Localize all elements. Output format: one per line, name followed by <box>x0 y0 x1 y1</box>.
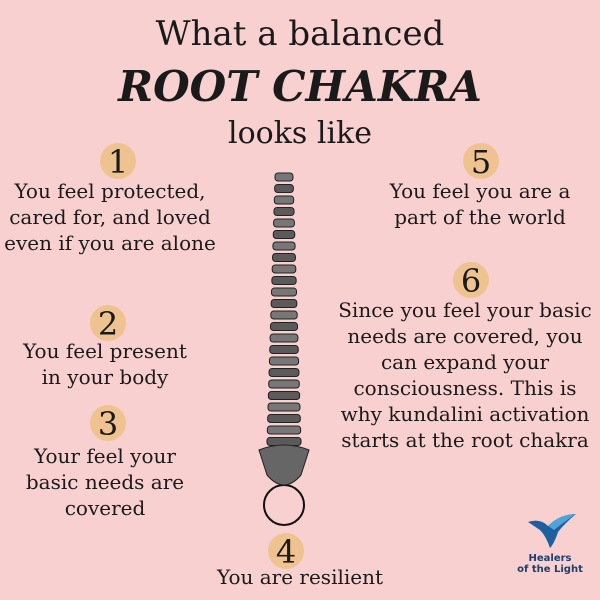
item-3-text: Your feel your basic needs are covered <box>25 444 185 520</box>
healers-of-the-light-logo: Healers of the Light <box>510 510 590 575</box>
vertebra <box>273 218 295 228</box>
vertebra <box>267 402 301 412</box>
vertebra <box>273 207 295 216</box>
sacrum <box>258 444 310 486</box>
vertebra <box>266 437 302 446</box>
vertebra <box>267 414 301 423</box>
item-4-text: You are resilient <box>216 565 384 589</box>
badge-3: 3 <box>90 405 126 443</box>
bird-icon <box>528 514 576 548</box>
logo-line-1: Healers <box>528 553 572 564</box>
item-6-text: Since you feel your basic needs are cove… <box>338 298 592 452</box>
vertebra <box>268 368 300 377</box>
vertebra <box>267 391 301 400</box>
spine-illustration <box>258 172 310 526</box>
vertebra <box>274 172 294 182</box>
title-line-3: looks like <box>228 116 372 151</box>
badge-1: 1 <box>100 143 136 181</box>
item-1-text: You feel protected, cared for, and loved… <box>4 179 216 255</box>
item-2-text: You feel present in your body <box>23 339 187 389</box>
badge-6: 6 <box>453 262 489 300</box>
vertebra <box>268 356 300 366</box>
vertebra <box>274 184 294 193</box>
vertebra <box>272 230 296 239</box>
vertebra <box>269 333 299 343</box>
vertebra <box>268 379 300 389</box>
badge-4: 4 <box>268 533 304 571</box>
title-line-2: ROOT CHAKRA <box>118 62 482 111</box>
vertebra <box>273 195 295 205</box>
vertebra <box>270 299 298 308</box>
vertebra <box>266 425 302 435</box>
title-line-1: What a balanced <box>155 14 445 54</box>
vertebra <box>272 241 296 251</box>
vertebra <box>269 322 299 331</box>
badge-5: 5 <box>463 143 499 181</box>
vertebra <box>271 276 297 285</box>
vertebra <box>269 345 299 354</box>
vertebra <box>271 264 297 274</box>
badge-2: 2 <box>90 305 126 343</box>
item-5-text: You feel you are a part of the world <box>389 179 571 229</box>
vertebra <box>271 287 297 297</box>
logo-line-2: of the Light <box>517 564 583 575</box>
vertebra <box>272 253 296 262</box>
vertebra <box>270 310 298 320</box>
root-chakra-circle <box>263 484 305 526</box>
